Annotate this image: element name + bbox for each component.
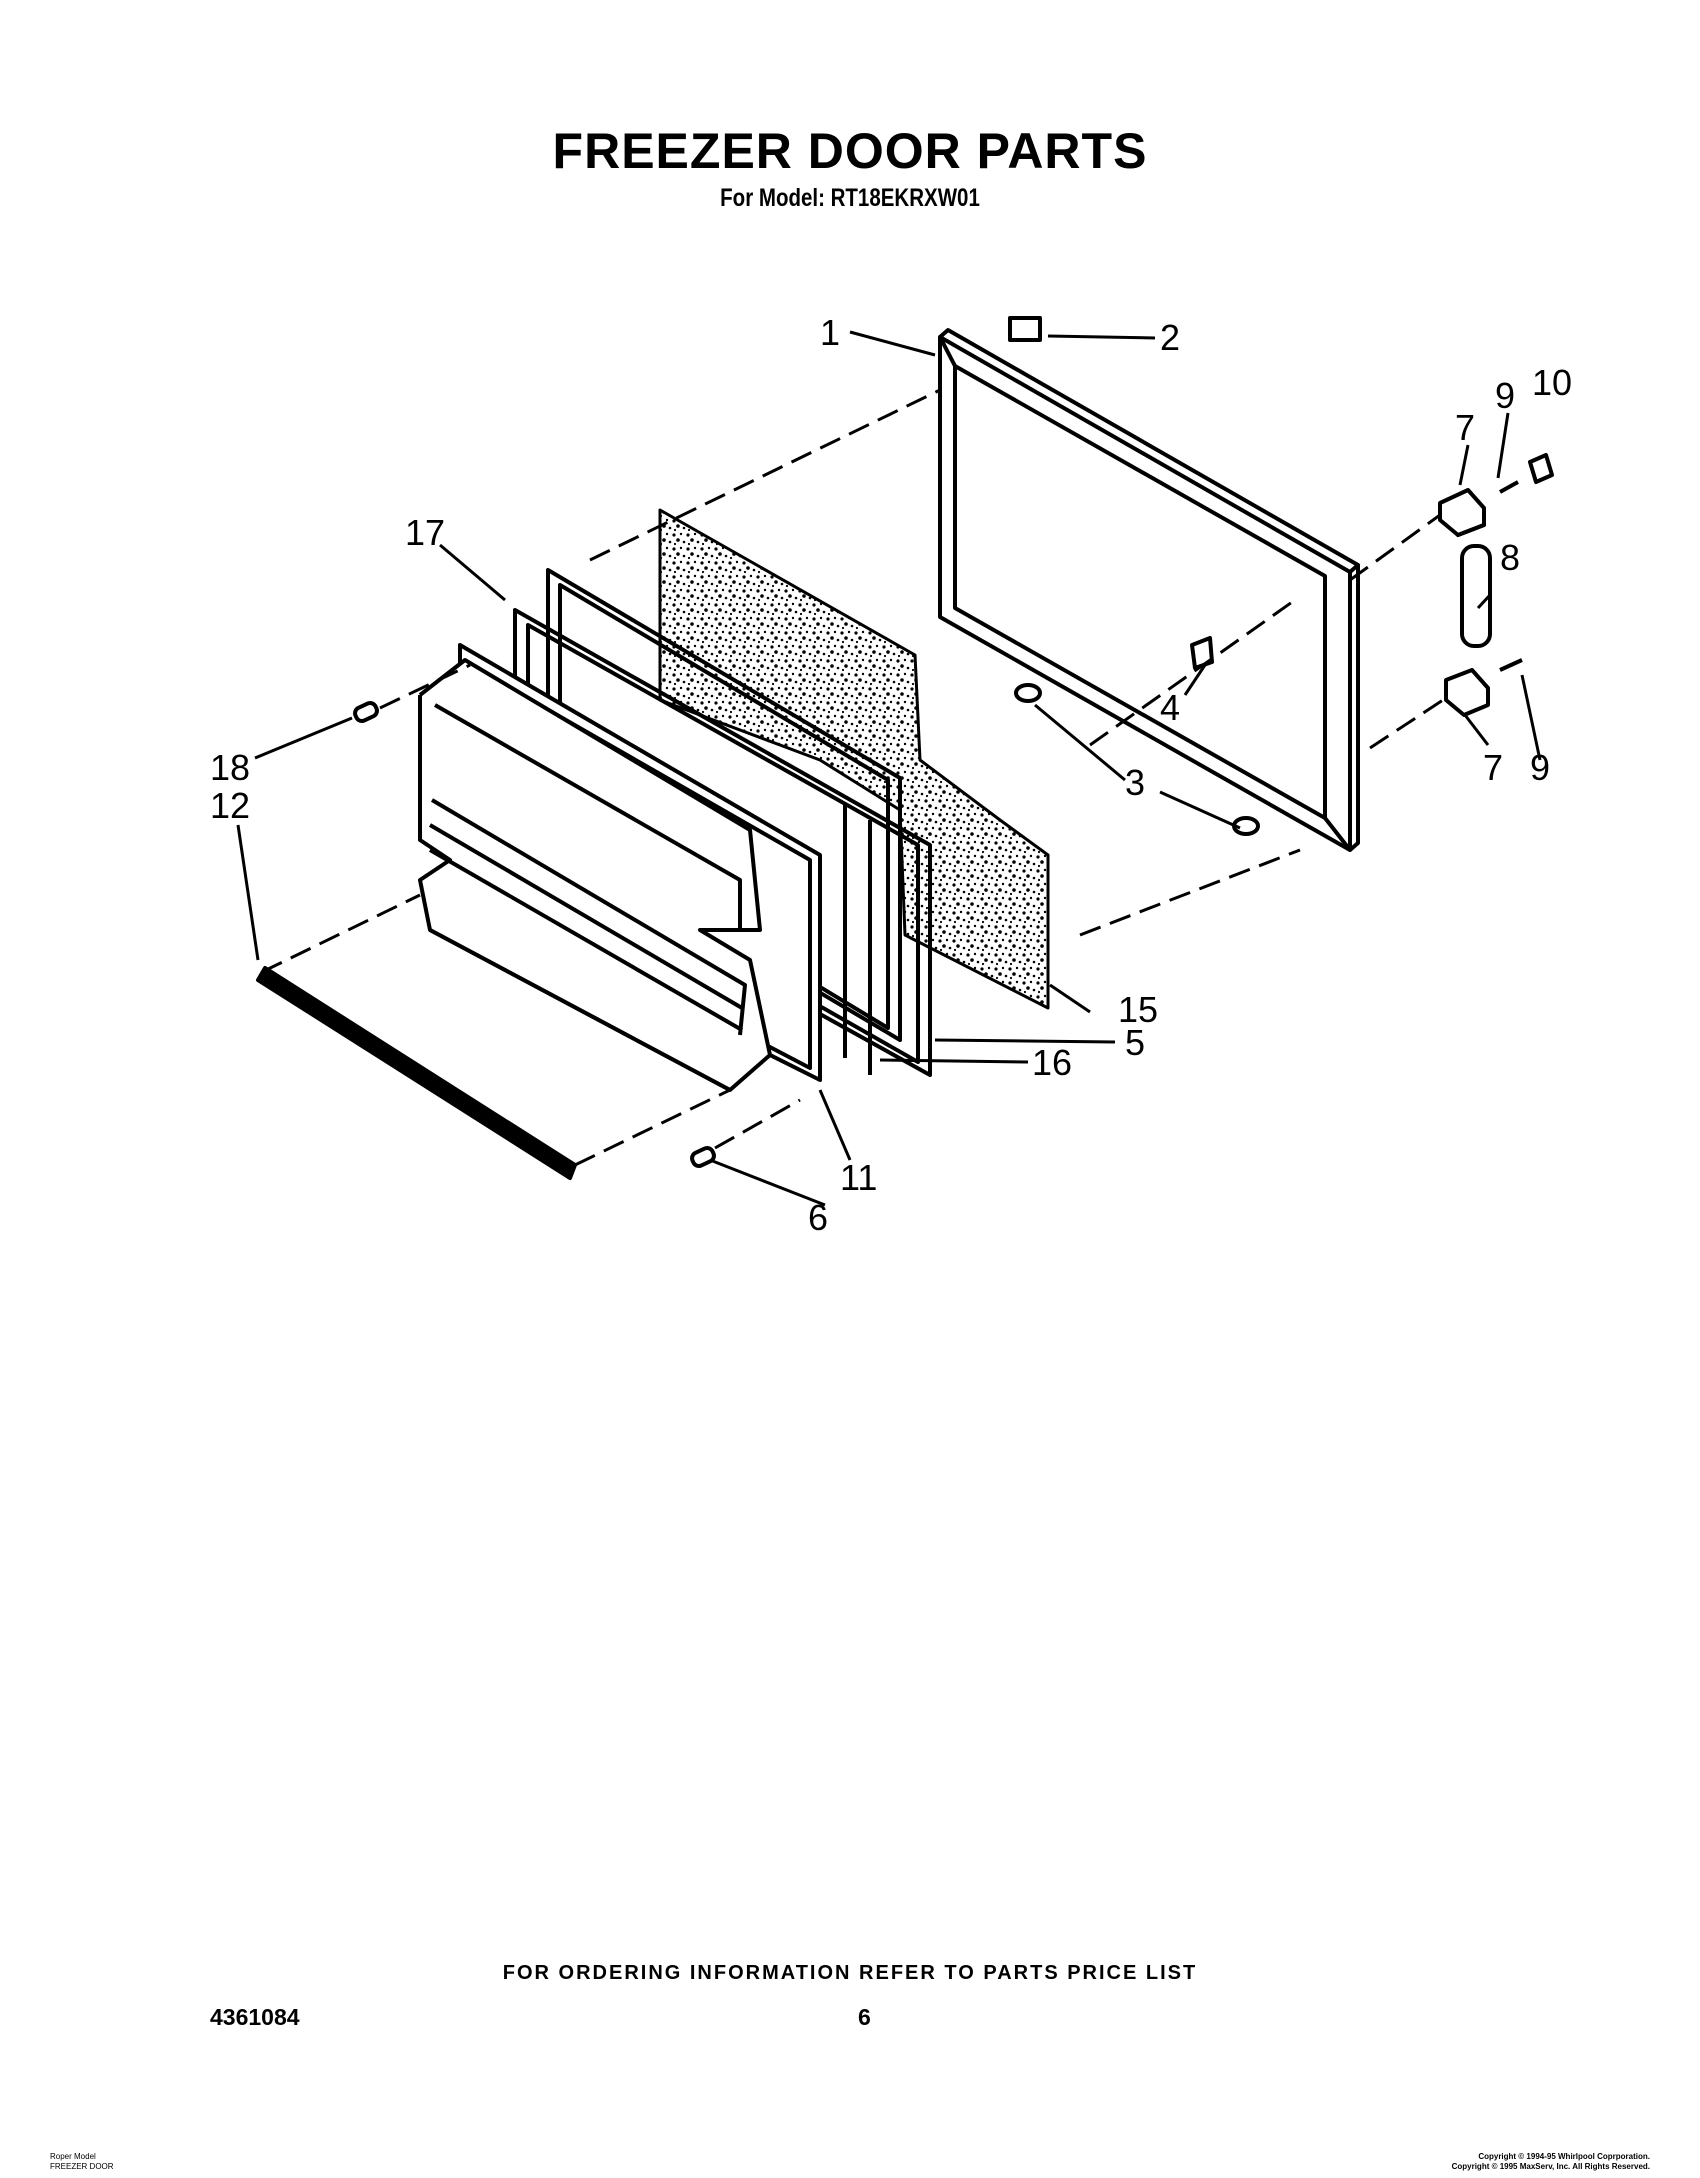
callout-4: 4 xyxy=(1160,687,1180,728)
door-bumper-1 xyxy=(1014,683,1042,703)
page-title: FREEZER DOOR PARTS xyxy=(552,123,1148,179)
callout-3: 3 xyxy=(1125,762,1145,803)
callout-2: 2 xyxy=(1160,317,1180,358)
screw-6 xyxy=(690,1145,716,1169)
screw-18 xyxy=(353,700,379,724)
callout-15: 15 xyxy=(1118,989,1158,1030)
callout-9a: 9 xyxy=(1495,375,1515,416)
door-bracket xyxy=(1190,636,1214,670)
callout-6: 6 xyxy=(808,1197,828,1238)
callout-17: 17 xyxy=(405,512,445,553)
door-label xyxy=(1008,316,1042,342)
ordering-information-note: FOR ORDERING INFORMATION REFER TO PARTS … xyxy=(502,1962,1198,1984)
page-number: 6 xyxy=(858,2004,871,2030)
footer-copyright-block: Copyright © 1994-95 Whirlpool Coprporati… xyxy=(1452,2152,1650,2172)
callout-11: 11 xyxy=(840,1157,877,1198)
callout-18: 18 xyxy=(210,747,250,788)
callout-7a: 7 xyxy=(1455,407,1475,448)
callout-10: 10 xyxy=(1532,362,1572,403)
callout-12: 12 xyxy=(210,785,250,826)
handle-assembly xyxy=(1438,453,1554,717)
door-trim-strip xyxy=(256,966,577,1180)
footer-left-block: Roper Model FREEZER DOOR xyxy=(50,2152,114,2172)
callout-5: 5 xyxy=(1125,1022,1145,1063)
callout-8: 8 xyxy=(1500,537,1520,578)
inner-door-liner xyxy=(418,643,822,1092)
callout-16: 16 xyxy=(1032,1042,1072,1083)
document-number: 4361084 xyxy=(210,2004,300,2030)
copyright-line-1: Copyright © 1994-95 Whirlpool Coprporati… xyxy=(1478,2152,1650,2161)
footer-section-line: FREEZER DOOR xyxy=(50,2162,114,2171)
callout-7b: 7 xyxy=(1483,747,1503,788)
callout-9b: 9 xyxy=(1530,747,1550,788)
outer-door-panel xyxy=(938,328,1360,852)
copyright-line-2: Copyright © 1995 MaxServ, Inc. All Right… xyxy=(1451,2162,1650,2171)
callout-1: 1 xyxy=(820,312,840,353)
model-subtitle: For Model: RT18EKRXW01 xyxy=(720,184,980,212)
footer-model-line: Roper Model xyxy=(50,2152,96,2161)
